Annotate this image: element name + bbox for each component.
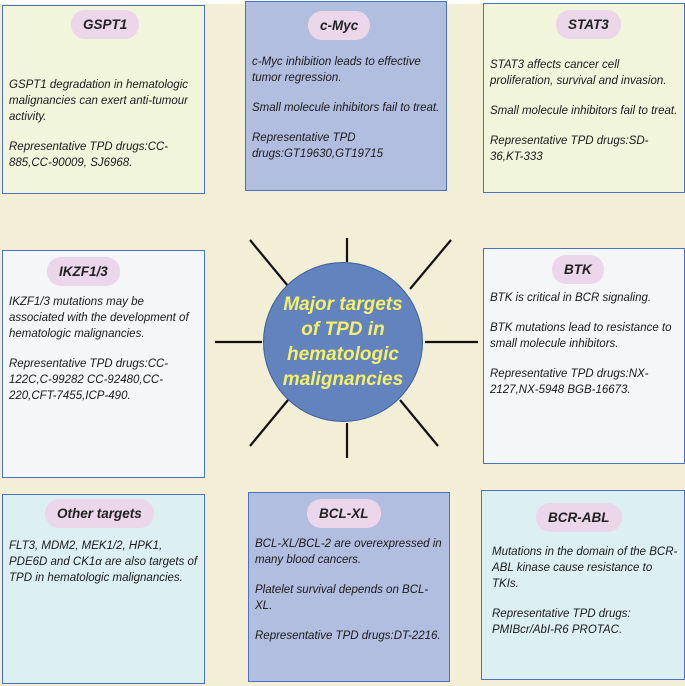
card-text: Representative TPD drugs:CC-122C,C-99282… xyxy=(9,358,169,402)
card-title: c-Myc xyxy=(308,11,371,40)
card-title: GSPT1 xyxy=(71,10,140,39)
card-ikzf: IKZF1/3 IKZF1/3 mutations may be associa… xyxy=(2,250,205,478)
card-text: IKZF1/3 mutations may be associated with… xyxy=(9,296,189,340)
card-text: BTK mutations lead to resistance to smal… xyxy=(490,322,672,350)
card-gspt1: GSPT1 GSPT1 degradation in hematologic m… xyxy=(2,5,205,194)
card-title: Other targets xyxy=(45,499,154,528)
center-circle: Major targets of TPD in hematologic mali… xyxy=(263,262,423,422)
card-text: Mutations in the domain of the BCR-ABL k… xyxy=(492,546,678,590)
connector-bottom-left xyxy=(249,399,289,447)
card-text: GSPT1 degradation in hematologic maligna… xyxy=(9,79,188,123)
connector-top-right xyxy=(409,239,452,290)
card-text: BCL-XL/BCL-2 are overexpressed in many b… xyxy=(255,538,442,566)
card-text: c-Myc inhibition leads to effective tumo… xyxy=(252,56,421,84)
card-text: Representative TPD drugs:DT-2216. xyxy=(255,630,441,642)
connector-top-left xyxy=(249,239,289,287)
card-text: FLT3, MDM2, MEK1/2, HPK1, PDE6D and CK1α… xyxy=(9,540,198,584)
card-text: Representative TPD drugs:CC-885,CC-90009… xyxy=(9,141,169,169)
card-text: Representative TPD drugs: PMIBcr/AbI-R6 … xyxy=(492,608,631,636)
connector-bottom-right xyxy=(399,399,439,447)
card-cmyc: c-Myc c-Myc inhibition leads to effectiv… xyxy=(245,1,447,191)
center-title: Major targets of TPD in hematologic mali… xyxy=(282,294,404,390)
card-bclxl: BCL-XL BCL-XL/BCL-2 are overexpressed in… xyxy=(248,492,450,682)
card-title: STAT3 xyxy=(556,10,621,39)
card-title: BCR-ABL xyxy=(536,503,622,532)
card-btk: BTK BTK is critical in BCR signaling. BT… xyxy=(483,248,685,464)
card-text: STAT3 affects cancer cell proliferation,… xyxy=(490,59,667,87)
card-text: Representative TPD drugs:SD-36,KT-333 xyxy=(490,135,649,163)
card-text: Representative TPD drugs:GT19630,GT19715 xyxy=(252,132,384,160)
card-text: Platelet survival depends on BCL-XL. xyxy=(255,584,429,612)
card-text: Small molecule inhibitors fail to treat. xyxy=(490,105,678,117)
card-text: Representative TPD drugs:NX-2127,NX-5948… xyxy=(490,368,649,396)
card-text: BTK is critical in BCR signaling. xyxy=(490,292,652,304)
card-stat3: STAT3 STAT3 affects cancer cell prolifer… xyxy=(483,3,685,193)
card-text: Small molecule inhibitors fail to treat. xyxy=(252,102,440,114)
card-bcrabl: BCR-ABL Mutations in the domain of the B… xyxy=(481,490,685,680)
card-title: BCL-XL xyxy=(307,499,381,528)
card-title: IKZF1/3 xyxy=(47,257,120,286)
card-title: BTK xyxy=(552,255,604,284)
card-other-targets: Other targets FLT3, MDM2, MEK1/2, HPK1, … xyxy=(2,494,205,684)
